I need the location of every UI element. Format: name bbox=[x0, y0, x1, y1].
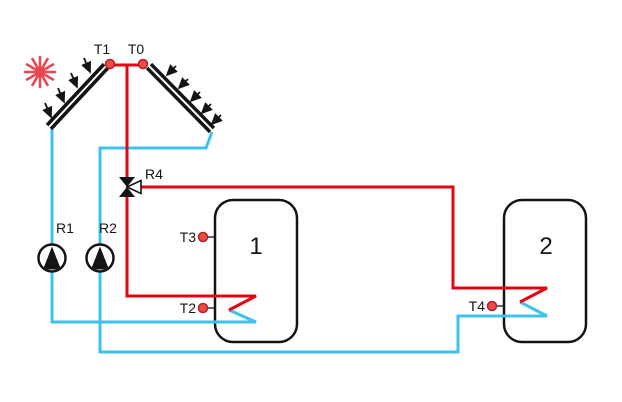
sun-ray-arrow-icon bbox=[42, 102, 53, 119]
valve-r4-icon bbox=[119, 177, 142, 197]
diagram-labels: T1 T0 R4 R1 R2 T3 T2 T4 1 2 bbox=[56, 41, 553, 316]
storage-tank-2 bbox=[502, 198, 588, 344]
sensor-t2-dot-icon bbox=[197, 302, 209, 314]
label-pump-r1: R1 bbox=[56, 220, 74, 236]
temperature-sensors bbox=[104, 58, 498, 314]
collector-left-glazing bbox=[48, 65, 107, 128]
sun-ray-arrow-icon bbox=[177, 77, 190, 90]
tank1-return-pipe bbox=[50, 126, 216, 324]
valve-to-tank2-pipe bbox=[138, 185, 507, 290]
label-sensor-t0: T0 bbox=[128, 41, 145, 57]
cold-pipes bbox=[50, 126, 548, 354]
storage-tanks bbox=[213, 198, 588, 344]
sun-ray-arrow-icon bbox=[68, 72, 79, 89]
tank-2-number: 2 bbox=[539, 233, 552, 260]
valve-to-tank1-pipe bbox=[125, 195, 216, 298]
pump-r2-impeller-icon bbox=[91, 246, 109, 270]
valve-side-port-triangle bbox=[125, 179, 142, 195]
label-sensor-t3: T3 bbox=[180, 229, 197, 245]
sun-ray-arrow-icon bbox=[189, 90, 202, 103]
sun-ray-arrow-icon bbox=[200, 102, 213, 115]
sensor-t4-dot-icon bbox=[486, 300, 498, 312]
label-sensor-t1: T1 bbox=[94, 41, 111, 57]
sun-ray-arrow-icon bbox=[55, 87, 66, 104]
sensor-t1-dot-icon bbox=[104, 58, 116, 70]
hot-pipes bbox=[110, 63, 548, 312]
pump-r1 bbox=[37, 243, 67, 273]
valve-top-triangle bbox=[119, 177, 135, 187]
irradiance-arrows bbox=[42, 57, 223, 126]
collector-right-glazing bbox=[148, 65, 213, 131]
sun-ray-arrow-icon bbox=[210, 113, 223, 126]
tank2-heat-exchanger-hot bbox=[507, 286, 548, 304]
sun-core bbox=[34, 66, 46, 78]
label-sensor-t4: T4 bbox=[469, 298, 486, 314]
solar-collectors bbox=[45, 62, 216, 134]
tank2-heat-exchanger-cold bbox=[505, 300, 548, 318]
label-valve-r4: R4 bbox=[145, 166, 163, 182]
sun-ray-arrow-icon bbox=[165, 64, 178, 77]
tank2-return-pipe bbox=[98, 131, 505, 354]
tank1-heat-exchanger-cold bbox=[216, 308, 257, 324]
pump-r2 bbox=[85, 243, 115, 273]
sun-ray-arrow-icon bbox=[81, 57, 92, 74]
pump-r1-impeller-icon bbox=[43, 246, 61, 270]
label-sensor-t2: T2 bbox=[180, 300, 197, 316]
sensor-t3-dot-icon bbox=[197, 231, 209, 243]
sensor-t0-dot-icon bbox=[137, 58, 149, 70]
label-pump-r2: R2 bbox=[99, 220, 117, 236]
sun-icon bbox=[23, 55, 57, 89]
tank-1-number: 1 bbox=[249, 233, 262, 260]
collector-glazing-lines bbox=[48, 65, 213, 131]
valve-bottom-triangle bbox=[119, 187, 135, 197]
tank1-heat-exchanger-hot bbox=[216, 294, 257, 312]
